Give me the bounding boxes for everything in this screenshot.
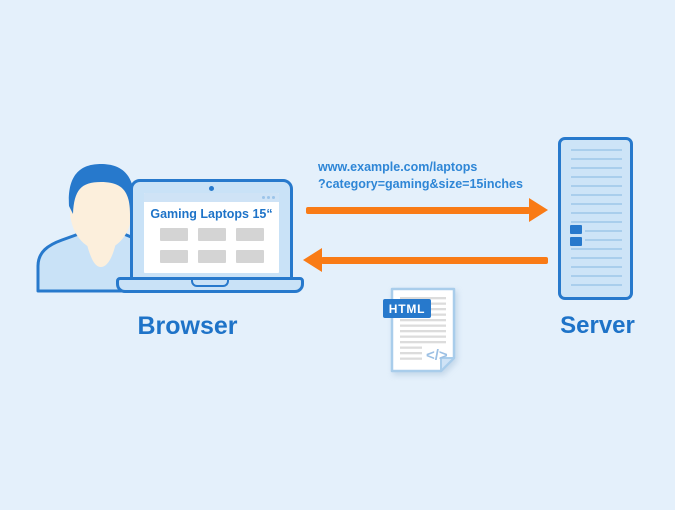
server-vents <box>571 149 622 288</box>
product-placeholder <box>235 228 264 241</box>
request-url-line-2: ?category=gaming&size=15inches <box>318 177 523 191</box>
request-url-line-1: www.example.com/laptops <box>318 160 478 174</box>
browser-window: Gaming Laptops 15“ <box>144 193 279 273</box>
product-placeholder <box>197 228 226 241</box>
code-glyph-icon: </> <box>426 347 448 364</box>
response-arrow-left-icon <box>321 257 548 264</box>
browser-page-title: Gaming Laptops 15“ <box>150 207 273 221</box>
server-label: Server <box>560 312 635 339</box>
product-grid <box>144 228 279 263</box>
request-url: www.example.com/laptops ?category=gaming… <box>318 159 523 193</box>
request-arrow-right-icon <box>306 207 530 214</box>
product-placeholder <box>159 228 188 241</box>
webcam-dot-icon <box>209 186 214 191</box>
server-indicator-icon <box>570 237 582 246</box>
html-document-icon: </> HTML <box>383 286 457 374</box>
laptop-base <box>116 277 304 293</box>
server-indicator-icon <box>570 225 582 234</box>
person-hair <box>68 164 135 214</box>
response-arrowhead-icon <box>303 248 322 272</box>
product-placeholder <box>197 250 226 263</box>
browser-toolbar <box>144 193 279 202</box>
request-arrowhead-icon <box>529 198 548 222</box>
person-face <box>70 170 132 250</box>
product-placeholder <box>159 250 188 263</box>
product-placeholder <box>235 250 264 263</box>
document-fold-icon <box>440 357 455 372</box>
browser-label: Browser <box>137 312 238 340</box>
window-controls-icon <box>262 196 275 199</box>
laptop-latch-notch <box>191 280 229 287</box>
laptop-screen: Gaming Laptops 15“ <box>130 179 293 280</box>
html-badge: HTML <box>383 299 431 318</box>
server-icon <box>558 137 633 300</box>
person-icon <box>36 164 141 293</box>
